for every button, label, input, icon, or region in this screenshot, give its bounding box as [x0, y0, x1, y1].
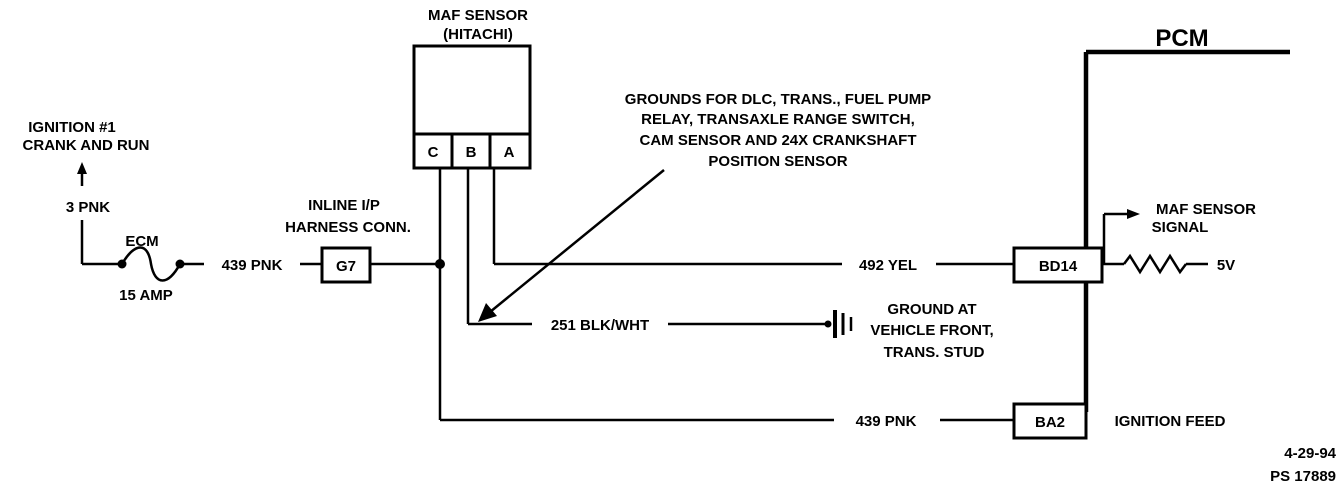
- ground-wire-label: 251 BLK/WHT: [551, 317, 649, 334]
- maf-sensor-title: MAF SENSOR: [428, 7, 528, 24]
- maf-sensor-subtitle: (HITACHI): [443, 26, 513, 43]
- ground-location-line-3: TRANS. STUD: [884, 344, 985, 361]
- ground-location-line-1: GROUND AT: [887, 301, 976, 318]
- connector-pin-label: G7: [336, 258, 356, 275]
- ignition-arrow-up-icon: [77, 162, 87, 174]
- grounds-note-line-2: RELAY, TRANSAXLE RANGE SWITCH,: [641, 111, 915, 128]
- signal-wire-label: 492 YEL: [859, 257, 917, 274]
- fuse-element-icon: [120, 246, 182, 282]
- diagram-reference: PS 17889: [1270, 468, 1336, 485]
- grounds-note-line-1: GROUNDS FOR DLC, TRANS., FUEL PUMP: [625, 91, 931, 108]
- maf-sensor: C B A: [412, 44, 532, 170]
- terminal-ba2-label: BA2: [1035, 414, 1065, 431]
- reference-voltage-label: 5V: [1217, 257, 1235, 274]
- grounds-pointer-arrowhead: [478, 303, 497, 322]
- connector-label-line-2: HARNESS CONN.: [285, 219, 411, 236]
- pullup-resistor-icon: [1123, 253, 1187, 275]
- ignition-feed-label: IGNITION FEED: [1115, 413, 1226, 430]
- grounds-pointer-arrow: [489, 169, 665, 313]
- terminal-bd14-label: BD14: [1039, 258, 1078, 275]
- ignition-label-line-2: CRANK AND RUN: [23, 137, 150, 154]
- ignition-wire-label: 3 PNK: [66, 199, 110, 216]
- maf-pin-c: C: [428, 144, 439, 161]
- pcm-label: PCM: [1155, 25, 1208, 52]
- ground-location-line-2: VEHICLE FRONT,: [870, 322, 993, 339]
- ecm-fuse: [117, 246, 185, 282]
- connector-label-line-1: INLINE I/P: [308, 197, 380, 214]
- maf-pin-a: A: [504, 144, 515, 161]
- maf-sensor-body: [412, 44, 532, 170]
- grounds-note-line-3: CAM SENSOR AND 24X CRANKSHAFT: [640, 132, 917, 149]
- fuse-name: ECM: [125, 233, 158, 250]
- fuse-rating: 15 AMP: [119, 287, 173, 304]
- diagram-date: 4-29-94: [1284, 445, 1336, 462]
- feed-wire-label: 439 PNK: [222, 257, 283, 274]
- terminal-bd14: [1012, 246, 1104, 284]
- maf-pin-b: B: [466, 144, 477, 161]
- ignition-label-line-1: IGNITION #1: [28, 119, 116, 136]
- terminal-ba2: [1012, 402, 1088, 440]
- ground-symbol-icon: [824, 310, 853, 338]
- maf-signal-label-line-2: SIGNAL: [1152, 219, 1209, 236]
- grounds-note-line-4: POSITION SENSOR: [708, 153, 847, 170]
- bottom-feed-wire-label: 439 PNK: [856, 413, 917, 430]
- maf-signal-label-line-1: MAF SENSOR: [1156, 201, 1256, 218]
- signal-arrow-right-icon: [1127, 209, 1140, 219]
